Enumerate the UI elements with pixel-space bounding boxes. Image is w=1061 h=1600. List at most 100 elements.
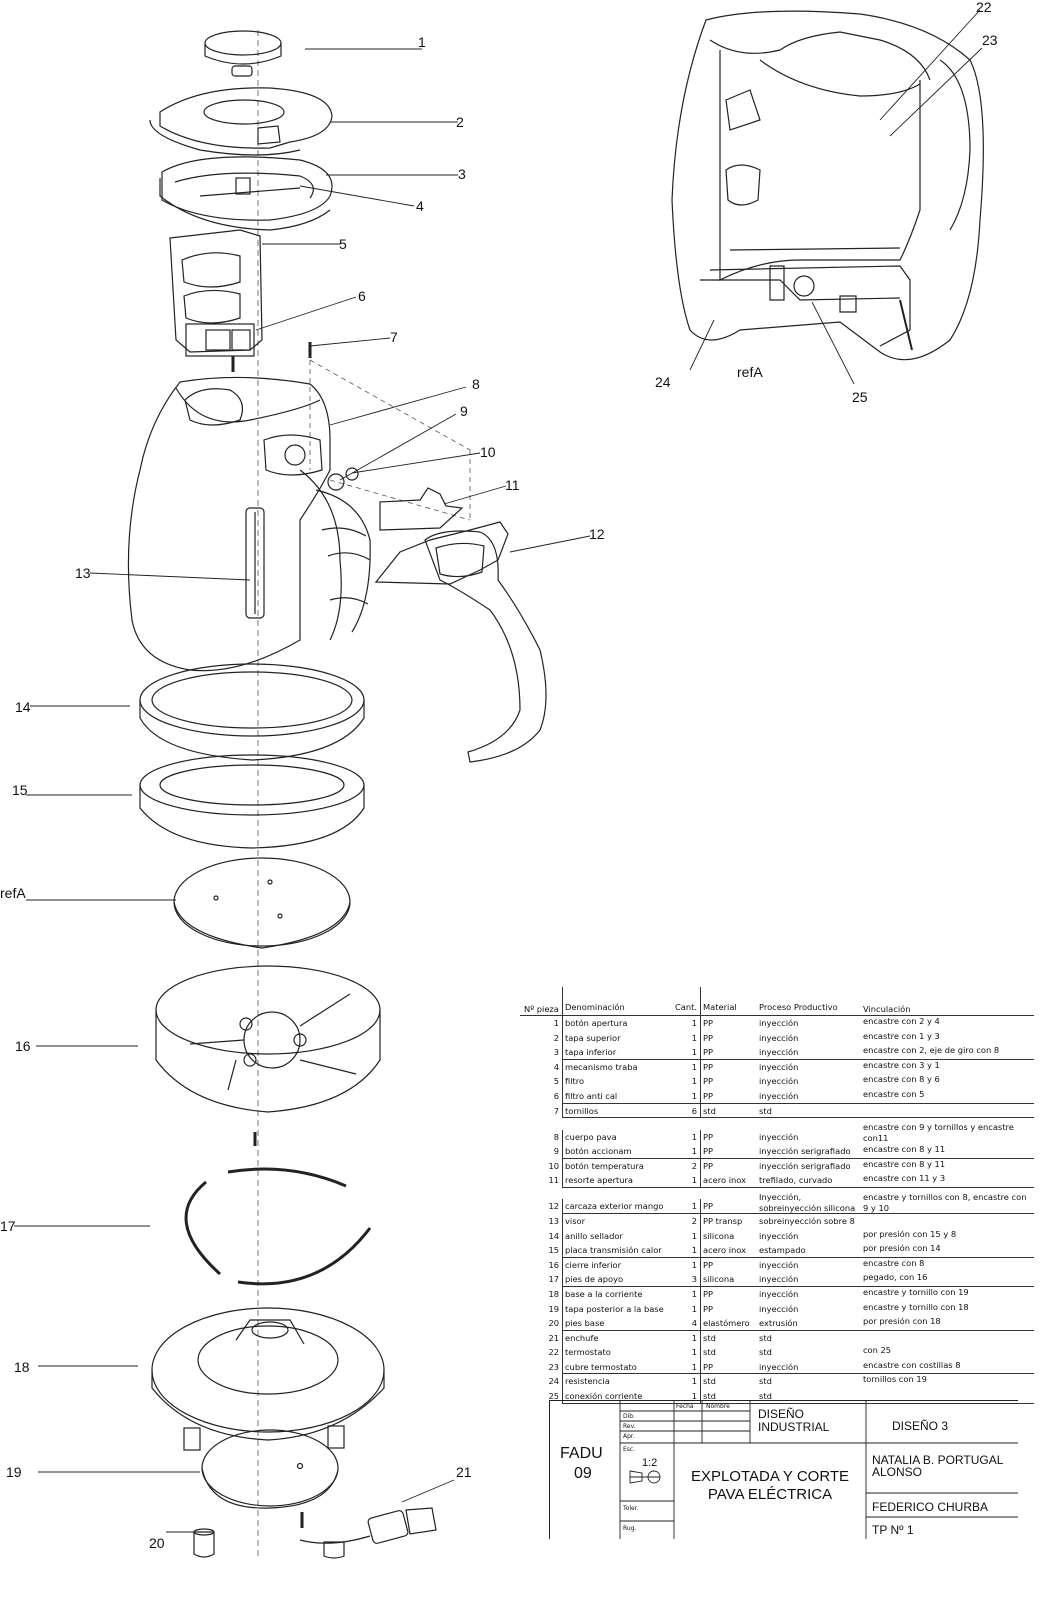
dept-line1: DISEÑO (758, 1407, 805, 1421)
callout-5: 5 (339, 236, 347, 252)
callout-4: 4 (416, 198, 424, 214)
part-qty: 1 (691, 1201, 697, 1212)
part-number: 10 (548, 1160, 559, 1171)
callout-20: 20 (149, 1535, 165, 1551)
part-process: inyección (759, 1274, 799, 1285)
part-15-heat-plate (139, 754, 365, 849)
part-number: 9 (553, 1146, 559, 1157)
part-process: inyección (759, 1230, 799, 1241)
part-number: 13 (548, 1215, 559, 1226)
teacher-name: FEDERICO CHURBA (872, 1500, 989, 1514)
part-link: encastre con 9 y tornillos y encastre co… (863, 1122, 1014, 1144)
leader-lines (14, 9, 983, 1533)
part-qty: 1 (691, 1090, 697, 1101)
part-material: PP (700, 1144, 757, 1159)
part-qty: 1 (691, 1391, 697, 1402)
callout-25: 25 (852, 389, 868, 405)
part-material: PP (700, 1257, 757, 1273)
header-material: Material (700, 987, 757, 1015)
part-qty: 1 (691, 1288, 697, 1299)
callout-19: 19 (6, 1464, 22, 1480)
callout-18: 18 (14, 1359, 30, 1375)
part-material: acero inox (700, 1173, 757, 1188)
part-process: inyección (759, 1259, 799, 1270)
part-qty: 1 (691, 1175, 697, 1186)
part-number: 17 (548, 1274, 559, 1285)
part-11-spring (379, 487, 464, 531)
part-qty: 1 (691, 1146, 697, 1157)
part-material: PP (700, 1286, 757, 1302)
part-link: encastre con 11 y 3 (863, 1173, 946, 1184)
drawing-title-line2: PAVA ELÉCTRICA (707, 1486, 833, 1503)
part-qty: 2 (691, 1215, 697, 1226)
part-1-button (204, 30, 282, 77)
part-material: acero inox (700, 1243, 757, 1258)
part-number: 4 (553, 1061, 559, 1072)
part-name: enchufe (562, 1330, 670, 1346)
part-link: encastre y tornillo con 19 (863, 1286, 969, 1297)
part-link: encastre con 2 y 4 (863, 1016, 940, 1026)
part-name: tapa inferior (562, 1045, 670, 1060)
assignment-id: TP Nº 1 (872, 1523, 914, 1537)
part-number: 8 (553, 1131, 559, 1142)
part-number: 14 (548, 1230, 559, 1241)
part-number: 7 (553, 1105, 559, 1116)
part-name: visor (562, 1213, 670, 1229)
header-num: Nº pieza (524, 1004, 559, 1014)
part-number: 23 (548, 1361, 559, 1372)
part-name: botón accionam (562, 1144, 670, 1159)
part-link: encastre con costillas 8 (863, 1359, 961, 1370)
part-number: 11 (548, 1175, 559, 1186)
label-rug: Rug. (623, 1525, 637, 1532)
part-process: std (759, 1376, 772, 1387)
part-name: resorte apertura (562, 1173, 670, 1188)
callout-14: 14 (15, 699, 31, 715)
part-material: silicona (700, 1272, 757, 1287)
part-qty: 1 (691, 1018, 697, 1028)
part-name: cierre inferior (562, 1257, 670, 1273)
part-qty: 1 (691, 1032, 697, 1043)
scale-value: 1:2 (642, 1457, 658, 1469)
part-name: resistencia (562, 1374, 670, 1390)
assembly-lines (309, 359, 471, 521)
part-material: PP (700, 1199, 757, 1214)
part-number: 16 (548, 1259, 559, 1270)
header-qty: Cant. (674, 1002, 697, 1013)
part-name: pies base (562, 1316, 670, 1331)
part-qty: 1 (691, 1361, 697, 1372)
part-link: encastre y tornillos con 8, encastre con… (863, 1191, 1027, 1213)
part-material: PP (700, 1129, 757, 1145)
part-number: 1 (553, 1018, 559, 1028)
part-name: filtro (562, 1074, 670, 1089)
part-process: inyección serigrafiado (759, 1160, 851, 1171)
parts-table: Nº pieza Denominación Cant. Material Pro… (520, 987, 1034, 1404)
part-link: encastre con 2, eje de giro con 8 (863, 1045, 1000, 1056)
part-21-plug (299, 1507, 437, 1544)
label-nombre: Nombre (706, 1403, 730, 1410)
part-process: inyección serigrafiado (759, 1146, 851, 1157)
callout-6: 6 (358, 288, 366, 304)
callout-24: 24 (655, 374, 671, 390)
part-process: inyección (759, 1361, 799, 1372)
drawing-title-line1: EXPLOTADA Y CORTE (690, 1468, 850, 1485)
part-process: inyección (759, 1061, 799, 1072)
parts-table-header: Nº pieza Denominación Cant. Material Pro… (520, 987, 1034, 1016)
part-link: encastre con 5 (863, 1088, 925, 1099)
callout-3: 3 (458, 166, 466, 182)
part-material: silicona (700, 1228, 757, 1244)
part-name: cubre termostato (562, 1359, 670, 1375)
callout-17: 17 (0, 1218, 16, 1234)
school-name: FADU (560, 1445, 603, 1462)
